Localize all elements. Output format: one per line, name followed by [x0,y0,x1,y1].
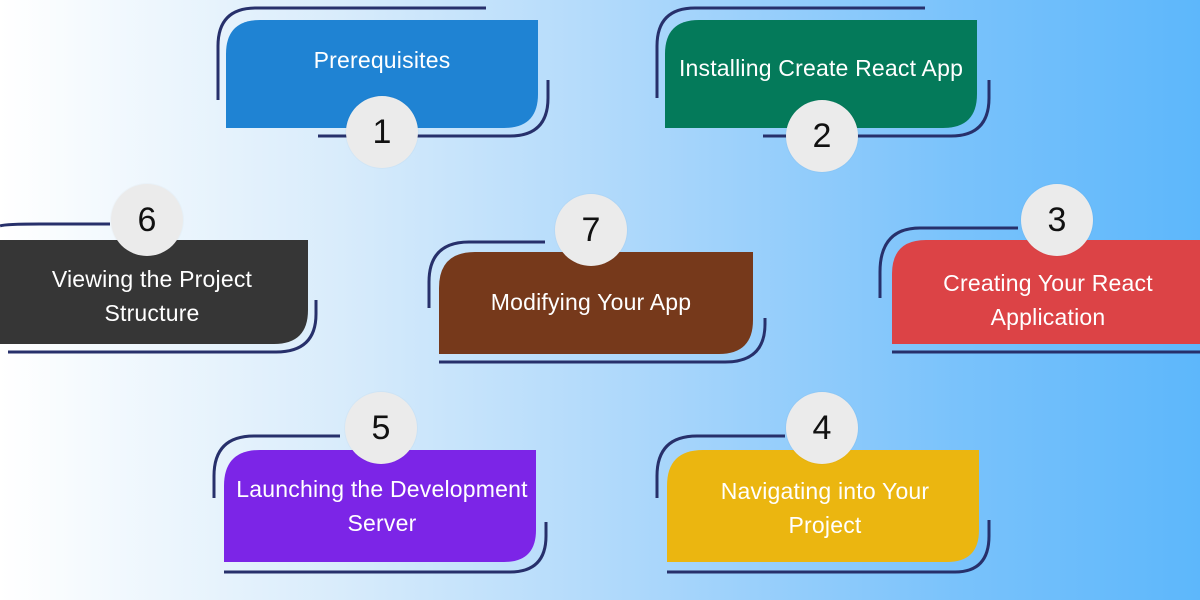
step-4: Navigating into Your Project 4 [655,390,1000,580]
step-7-card [439,252,753,354]
step-7-label: Modifying Your App [490,289,692,315]
step-1-label: Prerequisites [313,47,451,73]
step-3-card [892,240,1200,344]
step-5-card [224,450,536,562]
step-5-outline-bottom [224,522,548,574]
step-2-outline-bottom [763,80,991,138]
step-1-outline [216,6,486,100]
step-2-card [665,20,977,128]
step-6: Viewing the Project Structure 6 [0,180,320,355]
step-2: Installing Create React App 2 [655,6,1000,178]
step-6-label: Viewing the Project Structure [51,266,253,326]
step-2-frame [655,6,991,138]
step-3-label: Creating Your React Application [943,270,1153,330]
step-4-card [667,450,979,562]
step-2-outline [655,6,925,98]
step-1-outline-bottom [318,80,550,138]
step-3: Creating Your React Application 3 [878,180,1200,360]
step-4-number-badge: 4 [786,392,858,464]
step-4-label: Navigating into Your Project [720,478,930,538]
step-4-frame [655,434,991,574]
step-7-outline [427,240,545,308]
step-3-outline [878,226,1018,298]
step-6-number-badge: 6 [111,184,183,256]
step-7-frame [427,240,767,364]
step-2-number-badge: 2 [786,100,858,172]
step-5-outline [212,434,340,498]
step-5-number-badge: 5 [345,392,417,464]
step-5-frame [212,434,548,574]
step-4-outline-bottom [667,520,991,574]
step-3-frame [878,226,1200,354]
step-7-number-badge: 7 [555,194,627,266]
step-6-outline-bottom [8,300,318,354]
step-7-outline-bottom [439,318,767,364]
step-6-frame [0,222,318,354]
step-5: Launching the Development Server 5 [210,390,555,580]
step-1-card [226,20,538,128]
step-2-label: Installing Create React App [678,55,964,81]
step-6-card [0,240,308,344]
step-3-number-badge: 3 [1021,184,1093,256]
step-5-label: Launching the Development Server [236,476,528,536]
step-7: Modifying Your App 7 [425,190,770,370]
step-6-outline [0,222,110,228]
step-1-number-badge: 1 [346,96,418,168]
step-1-frame [216,6,550,138]
step-1: Prerequisites 1 [210,6,555,178]
step-4-outline [655,434,785,498]
